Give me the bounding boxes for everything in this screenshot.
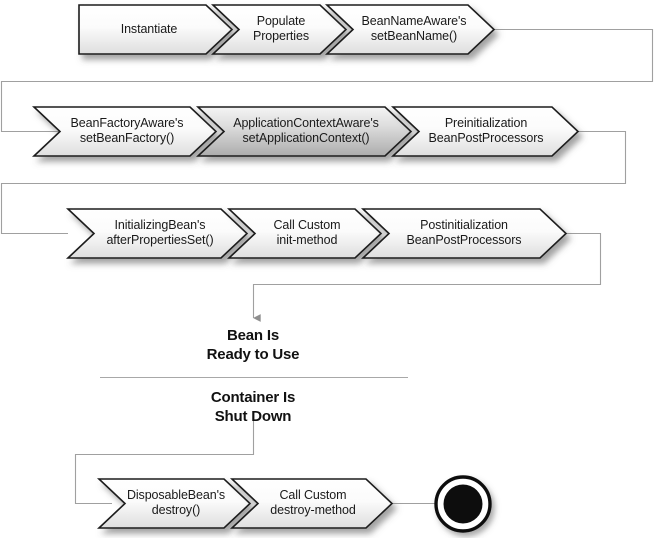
row-2-chevrons <box>31 106 580 157</box>
connector-lines <box>0 28 654 505</box>
state-label-bean-ready: Bean Is Ready to Use <box>206 327 300 363</box>
chevron-bean-name-aware[interactable] <box>324 4 496 55</box>
row-1-chevrons <box>78 4 496 55</box>
row-4-chevrons <box>96 478 394 529</box>
chevron-disposable-bean[interactable] <box>96 478 252 529</box>
state-label-container-shutdown: Container Is Shut Down <box>210 389 296 425</box>
chevron-populate-properties[interactable] <box>210 4 348 55</box>
chevron-call-custom-destroy-method[interactable] <box>229 478 394 529</box>
chevron-postinitialization-bpp[interactable] <box>360 208 568 259</box>
chevron-bean-factory-aware[interactable] <box>31 106 218 157</box>
chevron-application-context-aware[interactable] <box>195 106 413 157</box>
end-state-inner-dot <box>443 484 483 524</box>
connector-shutdown-to-row4 <box>74 420 255 505</box>
chevron-initializing-bean[interactable] <box>65 208 249 259</box>
row-3-chevrons <box>65 208 568 259</box>
chevron-call-custom-init-method[interactable] <box>226 208 383 259</box>
chevron-instantiate[interactable] <box>78 4 234 55</box>
connector-row3-to-bean-ready <box>252 232 602 322</box>
connector-row1-to-row2 <box>0 28 654 133</box>
chevron-preinitialization-bpp[interactable] <box>390 106 580 157</box>
connector-row2-to-row3 <box>0 130 627 235</box>
end-state-circle <box>434 475 492 533</box>
